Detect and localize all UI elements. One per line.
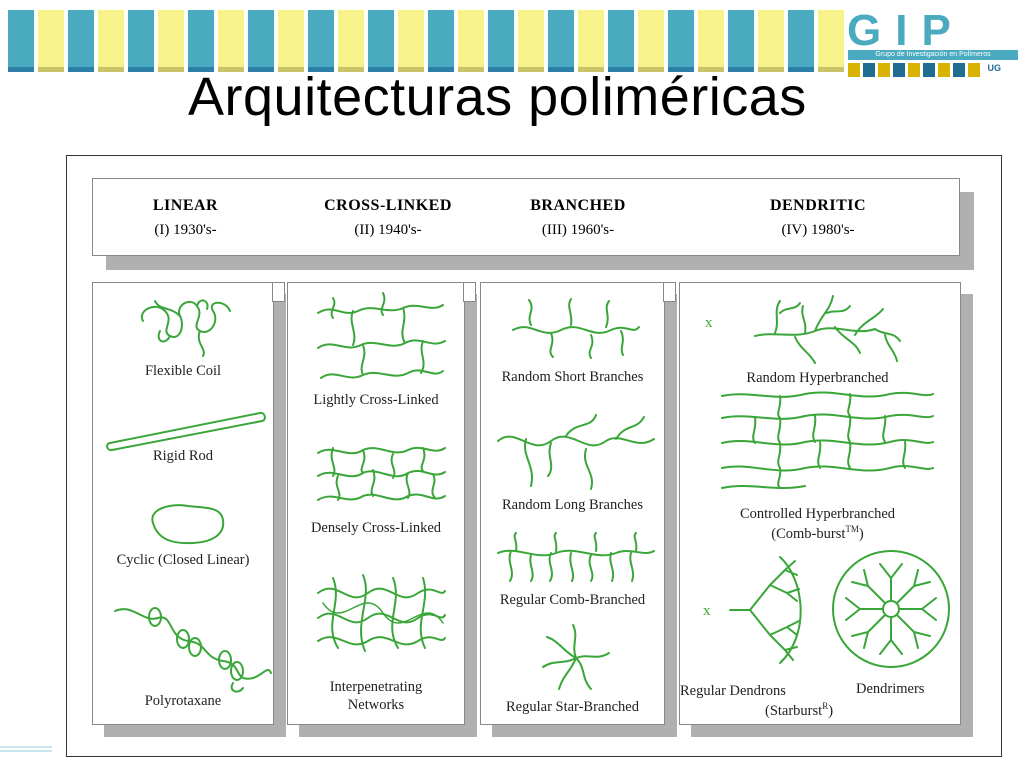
header-stripe <box>398 10 424 72</box>
polyrotaxane-drawing <box>114 607 272 693</box>
panel-tab <box>272 282 285 302</box>
header-stripe <box>668 10 694 72</box>
random-hyperbranched-drawing <box>754 295 901 364</box>
header-stripe <box>248 10 274 72</box>
rigid-rod-drawing <box>106 411 266 452</box>
regular-star-branched-drawing <box>542 624 610 690</box>
random-long-branches-drawing <box>497 414 655 490</box>
corner-accent <box>0 746 52 752</box>
header-stripe <box>698 10 724 72</box>
logo-mark: UG <box>987 63 1001 73</box>
header-stripe <box>518 10 544 72</box>
label-random-hyperbranched: Random Hyperbranched <box>746 370 889 386</box>
panel-crosslinked: Lightly Cross-Linked Densely Cross-Linke… <box>287 282 476 725</box>
heading-linear: LINEAR <box>152 197 219 214</box>
starburst-text: (Starburst <box>765 702 823 719</box>
logo-subtitle: Grupo de Investigación en Polímeros <box>848 50 1018 60</box>
focal-point-mark-hyper: x <box>705 315 713 331</box>
label-regular-comb-branched: Regular Comb-Branched <box>499 592 646 608</box>
header-stripe <box>788 10 814 72</box>
controlled-hyperbranched-drawing <box>721 391 934 489</box>
column-dendritic-heading: DENDRITIC (IV) 1980's- <box>758 197 878 239</box>
label-starburst: (StarburstR) <box>765 701 833 720</box>
comb-burst-text: (Comb-burst <box>771 525 846 542</box>
gip-logo: GIP Grupo de Investigación en Polímeros … <box>845 6 1020 82</box>
comb-burst-trademark: TM <box>845 524 859 534</box>
header-stripe <box>638 10 664 72</box>
interpenetrating-networks-drawing <box>317 574 446 652</box>
label-cyclic: Cyclic (Closed Linear) <box>116 552 250 568</box>
heading-dendritic: DENDRITIC <box>769 197 867 214</box>
label-random-long-branches: Random Long Branches <box>502 497 643 513</box>
header-stripes <box>0 10 844 72</box>
header-stripe <box>188 10 214 72</box>
densely-crosslinked-drawing <box>317 446 446 501</box>
header-stripe <box>608 10 634 72</box>
column-linear-heading: LINEAR (I) 1930's- <box>138 197 233 239</box>
random-short-branches-drawing <box>512 298 640 359</box>
header-stripe <box>458 10 484 72</box>
label-dendrimers: Dendrimers <box>856 681 925 697</box>
logo-text: GIP <box>847 6 965 55</box>
era-crosslinked: (II) 1940's- <box>354 222 422 238</box>
header-stripe <box>8 10 34 72</box>
panel-tab <box>463 282 476 302</box>
header-stripe <box>158 10 184 72</box>
heading-crosslinked: CROSS-LINKED <box>324 197 452 214</box>
header-stripe <box>338 10 364 72</box>
label-polyrotaxane: Polyrotaxane <box>144 693 222 709</box>
regular-comb-branched-drawing <box>497 532 655 582</box>
header-stripe <box>548 10 574 72</box>
heading-branched: BRANCHED <box>530 197 626 214</box>
comb-burst-close: ) <box>858 525 864 542</box>
panel-tab <box>663 282 676 302</box>
focal-point-mark-dendron: x <box>703 603 711 619</box>
header-stripe <box>218 10 244 72</box>
header-stripe <box>758 10 784 72</box>
header-stripe <box>278 10 304 72</box>
era-branched: (III) 1960's- <box>541 222 615 238</box>
regular-dendrons-drawing <box>729 556 802 664</box>
label-networks: Networks <box>347 697 405 713</box>
label-rigid-rod: Rigid Rod <box>152 448 214 464</box>
label-controlled-hyperbranched: Controlled Hyperbranched <box>739 506 896 522</box>
label-densely-crosslinked: Densely Cross-Linked <box>310 520 442 536</box>
label-flexible-coil: Flexible Coil <box>144 363 222 379</box>
label-interpenetrating: Interpenetrating <box>329 679 423 695</box>
header-stripe <box>128 10 154 72</box>
header-stripe <box>68 10 94 72</box>
architecture-figure: LINEAR (I) 1930's- CROSS-LINKED (II) 194… <box>66 155 1002 757</box>
header-stripe <box>818 10 844 72</box>
label-random-short-branches: Random Short Branches <box>501 369 644 385</box>
lightly-crosslinked-drawing <box>317 292 446 379</box>
dendrimer-drawing <box>832 550 950 668</box>
logo-bars: UG <box>848 63 1001 77</box>
label-comb-burst: (Comb-burstTM) <box>680 524 955 543</box>
panel-dendritic: x Random Hyperbranched Controlled Hyperb… <box>679 282 961 725</box>
flexible-coil-drawing <box>140 299 231 357</box>
header-stripe <box>728 10 754 72</box>
column-branched-heading: BRANCHED (III) 1960's- <box>518 197 638 239</box>
panel-linear: Flexible Coil Rigid Rod Cyclic (Closed L… <box>92 282 285 725</box>
label-regular-star-branched: Regular Star-Branched <box>506 699 639 715</box>
label-regular-dendrons: Regular Dendrons <box>680 683 786 699</box>
era-dendritic: (IV) 1980's- <box>781 222 855 238</box>
header-stripe <box>98 10 124 72</box>
era-linear: (I) 1930's- <box>154 222 217 238</box>
header-stripe <box>38 10 64 72</box>
header-stripe <box>368 10 394 72</box>
starburst-registered: R <box>822 701 829 711</box>
panel-branched: Random Short Branches Random Long Branch… <box>480 282 676 725</box>
header-stripe <box>308 10 334 72</box>
column-crosslinked-heading: CROSS-LINKED (II) 1940's- <box>313 197 463 239</box>
cyclic-drawing <box>151 504 225 545</box>
header-stripe <box>428 10 454 72</box>
starburst-close: ) <box>828 702 834 719</box>
label-lightly-crosslinked: Lightly Cross-Linked <box>313 392 439 408</box>
header-stripe <box>488 10 514 72</box>
header-stripe <box>578 10 604 72</box>
page-title: Arquitecturas poliméricas <box>188 67 807 127</box>
era-header: LINEAR (I) 1930's- CROSS-LINKED (II) 194… <box>92 178 960 256</box>
